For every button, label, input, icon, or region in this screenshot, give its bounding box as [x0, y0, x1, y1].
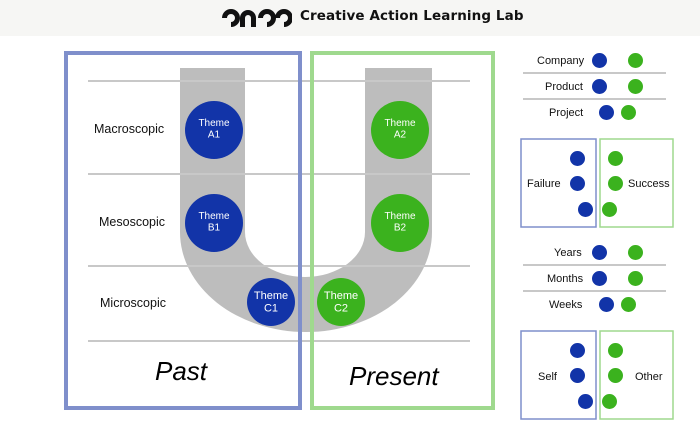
failure-dot: [570, 176, 585, 191]
scope-company-label: Company: [537, 55, 585, 67]
scope-line: [523, 98, 666, 100]
success-frame: [599, 138, 674, 228]
time-months-label: Months: [547, 273, 584, 285]
time-weeks-label: Weeks: [549, 299, 583, 311]
level-line: [88, 265, 470, 267]
self-frame: [520, 330, 597, 420]
outcome-failure-label: Failure: [527, 178, 561, 190]
other-frame: [599, 330, 674, 420]
success-dot: [608, 176, 623, 191]
theme-label-line: C2: [334, 303, 348, 315]
theme-a1-circle: [185, 101, 243, 159]
scope-project-blue-dot: [599, 105, 614, 120]
present-frame: [310, 51, 495, 410]
theme-c1-circle: [247, 278, 295, 326]
success-dot: [602, 202, 617, 217]
scope-company-blue-dot: [592, 53, 607, 68]
scope-company-green-dot: [628, 53, 643, 68]
time-months-green-dot: [628, 271, 643, 286]
failure-dot: [570, 151, 585, 166]
theme-label-line: B2: [394, 223, 407, 234]
column-present: Present: [349, 361, 439, 391]
scope-product-green-dot: [628, 79, 643, 94]
failure-frame: [520, 138, 597, 228]
level-line: [88, 173, 470, 175]
theme-a2-circle: [371, 101, 429, 159]
brand-title: Creative Action Learning Lab: [300, 8, 524, 24]
outcome-success-label: Success: [628, 178, 670, 190]
other-dot: [608, 368, 623, 383]
other-dot: [602, 394, 617, 409]
time-years-green-dot: [628, 245, 643, 260]
scope-product-blue-dot: [592, 79, 607, 94]
scope-project-green-dot: [621, 105, 636, 120]
column-past: Past: [155, 356, 208, 386]
theme-label-line: Theme: [384, 211, 416, 222]
theme-label-line: B1: [208, 223, 221, 234]
time-line: [523, 264, 666, 266]
theme-label-line: Theme: [198, 118, 230, 129]
theme-label-line: Theme: [198, 211, 230, 222]
theme-label-line: Theme: [254, 290, 288, 302]
theme-label-line: A1: [208, 130, 221, 141]
level-line: [88, 80, 470, 82]
level-macroscopic: Macroscopic: [94, 122, 165, 136]
self-dot: [578, 394, 593, 409]
scope-product-label: Product: [545, 81, 583, 93]
scope-project-label: Project: [549, 107, 584, 119]
time-weeks-blue-dot: [599, 297, 614, 312]
theme-label-line: Theme: [324, 290, 358, 302]
theme-c2-circle: [317, 278, 365, 326]
theme-label-line: A2: [394, 130, 407, 141]
success-dot: [608, 151, 623, 166]
theme-b2-circle: [371, 194, 429, 252]
time-years-label: Years: [554, 247, 582, 259]
failure-dot: [578, 202, 593, 217]
perspective-other-label: Other: [635, 371, 663, 383]
level-microscopic: Microscopic: [100, 296, 166, 310]
self-dot: [570, 368, 585, 383]
past-frame: [64, 51, 302, 410]
header-bar: Creative Action Learning Lab: [0, 0, 700, 36]
theme-b1-circle: [185, 194, 243, 252]
time-line: [523, 290, 666, 292]
other-dot: [608, 343, 623, 358]
level-mesoscopic: Mesoscopic: [99, 215, 165, 229]
call-logo: [222, 9, 292, 27]
level-line: [88, 340, 470, 342]
time-years-blue-dot: [592, 245, 607, 260]
time-months-blue-dot: [592, 271, 607, 286]
time-weeks-green-dot: [621, 297, 636, 312]
self-dot: [570, 343, 585, 358]
scope-line: [523, 72, 666, 74]
theme-label-line: C1: [264, 303, 278, 315]
perspective-self-label: Self: [538, 371, 557, 383]
theme-label-line: Theme: [384, 118, 416, 129]
